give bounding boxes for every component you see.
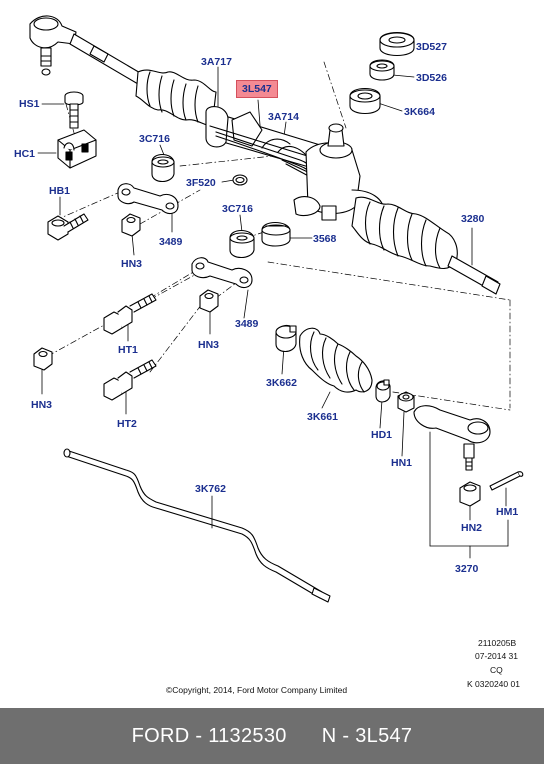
label-HN2: HN2: [461, 522, 483, 534]
bracket-3270: [429, 431, 509, 559]
bushing-3C716-lower: [229, 229, 255, 259]
dashed-lines: [47, 61, 511, 411]
right-inner-rod: [447, 255, 501, 295]
left-tie-rod-end: [29, 15, 77, 76]
label-3K664: 3K664: [404, 106, 435, 118]
label-3C716-upper: 3C716: [139, 133, 170, 145]
bushing-3C716-upper: [151, 153, 175, 183]
label-HT1: HT1: [118, 344, 138, 356]
nut-HN1: [397, 391, 415, 413]
label-3489-upper: 3489: [159, 236, 183, 248]
diagram-code: 2110205B: [478, 638, 517, 648]
bushing-3568: [261, 221, 291, 247]
bolt-HS1: [64, 91, 84, 129]
label-3568: 3568: [313, 233, 337, 245]
part-number-text: FORD - 1132530 N - 3L547: [131, 724, 413, 747]
label-HN3-a: HN3: [121, 258, 143, 270]
pinion-seal-3D526: [369, 59, 395, 81]
label-HN3-c: HN3: [31, 399, 53, 411]
clamp-3K662: [275, 324, 297, 353]
bracket-3489-lower: [191, 257, 253, 289]
part-number-footer: FORD - 1132530 N - 3L547: [0, 708, 544, 764]
label-HC1: HC1: [14, 148, 36, 160]
label-3A717: 3A717: [201, 56, 232, 68]
pinion-seal-3K664: [349, 87, 381, 115]
label-3D526: 3D526: [416, 72, 447, 84]
stud-HT2: [103, 359, 157, 401]
clamp-HC1: [57, 129, 97, 169]
label-HM1: HM1: [496, 506, 519, 518]
label-3280: 3280: [461, 213, 485, 225]
cotter-HM1: [489, 471, 524, 491]
label-3489-lower: 3489: [235, 318, 259, 330]
diagram-date: 07-2014 31: [475, 651, 519, 661]
left-bellows: [135, 69, 217, 127]
label-3270: 3270: [455, 563, 479, 575]
label-3D527: 3D527: [416, 41, 447, 53]
right-bellows: [351, 196, 458, 270]
label-HT2: HT2: [117, 418, 137, 430]
label-3K662: 3K662: [266, 377, 297, 389]
label-3K661: 3K661: [307, 411, 338, 423]
oring-3F520: [232, 174, 248, 186]
nut-HN3-c: [33, 347, 53, 371]
label-3F520: 3F520: [186, 177, 216, 189]
clamp-HD1: [375, 379, 391, 403]
stabilizer-bar-3K762: [63, 448, 331, 603]
diagram-region: CQ: [490, 665, 503, 675]
nut-HN3-a: [121, 213, 141, 237]
label-3L547-highlighted: 3L547: [236, 80, 278, 98]
stud-HT1: [103, 293, 157, 335]
label-HD1: HD1: [371, 429, 393, 441]
label-HS1: HS1: [19, 98, 40, 110]
boot-3K661: [299, 327, 373, 393]
bracket-3489-upper: [117, 183, 179, 215]
nut-HN2: [459, 481, 481, 507]
label-3K762: 3K762: [195, 483, 226, 495]
nut-HN3-b: [199, 289, 219, 313]
exploded-parts-diagram: [29, 15, 524, 603]
diagram-reference: K 0320240 01: [467, 679, 520, 689]
label-HN1: HN1: [391, 457, 413, 469]
right-tie-rod-end: [413, 405, 491, 471]
pinion-seal-3D527: [379, 31, 415, 57]
label-3A714: 3A714: [268, 111, 299, 123]
label-HB1: HB1: [49, 185, 71, 197]
bolt-HB1: [47, 213, 89, 241]
left-inner-rod: [69, 33, 143, 85]
label-HN3-b: HN3: [198, 339, 220, 351]
label-3C716-lower: 3C716: [222, 203, 253, 215]
copyright-notice: ©Copyright, 2014, Ford Motor Company Lim…: [166, 685, 348, 695]
